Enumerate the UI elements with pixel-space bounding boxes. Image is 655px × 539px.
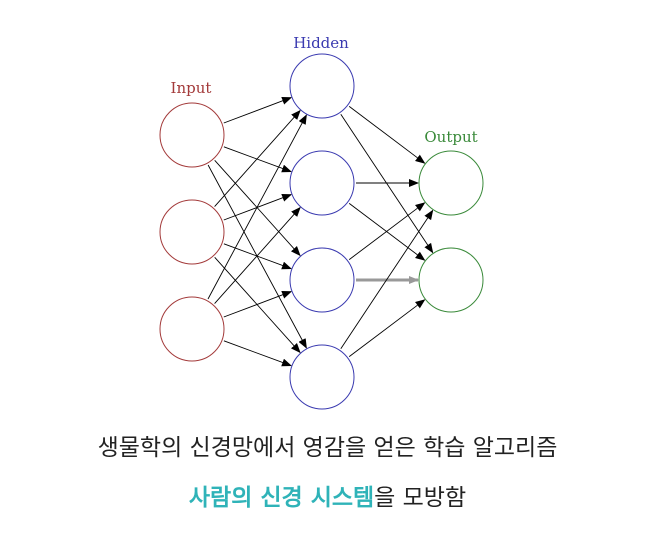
output-node-0 <box>418 150 484 216</box>
edge-input-2-to-hidden-1 <box>214 206 301 304</box>
caption-line-1: 생물학의 신경망에서 영감을 얻은 학습 알고리즘 <box>97 435 558 461</box>
input-node-2 <box>159 296 225 362</box>
edge-input-0-to-hidden-2 <box>214 159 301 257</box>
caption-line-2: 사람의 신경 시스템을 모방함 <box>0 478 655 512</box>
edge-hidden-2-to-output-0 <box>348 202 426 260</box>
caption-line-2-rest: 을 모방함 <box>374 485 467 511</box>
input-node-1 <box>159 199 225 265</box>
neural-network-diagram: Input Hidden Output <box>159 34 484 410</box>
edge-hidden-3-to-output-1 <box>348 299 426 357</box>
edge-input-0-to-hidden-1 <box>223 146 292 173</box>
output-layer-label: Output <box>424 128 477 146</box>
edge-input-2-to-hidden-2 <box>223 291 293 318</box>
hidden-node-0 <box>289 53 355 119</box>
edge-input-1-to-hidden-0 <box>214 109 301 207</box>
edge-input-1-to-hidden-3 <box>214 256 301 354</box>
caption-highlight: 사람의 신경 시스템 <box>188 485 375 511</box>
edge-hidden-0-to-output-0 <box>348 106 426 164</box>
edge-input-0-to-hidden-0 <box>223 97 293 124</box>
input-layer-label: Input <box>171 79 212 97</box>
input-node-0 <box>159 102 225 168</box>
neurons <box>159 53 484 410</box>
edge-input-2-to-hidden-3 <box>223 340 292 367</box>
hidden-node-1 <box>289 150 355 216</box>
edge-input-1-to-hidden-2 <box>223 243 292 270</box>
hidden-layer-label: Hidden <box>293 34 349 52</box>
edge-input-2-to-hidden-0 <box>207 114 307 300</box>
edge-hidden-3-to-output-0 <box>340 209 434 349</box>
hidden-node-3 <box>289 344 355 410</box>
hidden-node-2 <box>289 247 355 313</box>
edge-hidden-1-to-output-1 <box>348 203 426 261</box>
connections <box>207 97 434 367</box>
output-node-1 <box>418 247 484 313</box>
